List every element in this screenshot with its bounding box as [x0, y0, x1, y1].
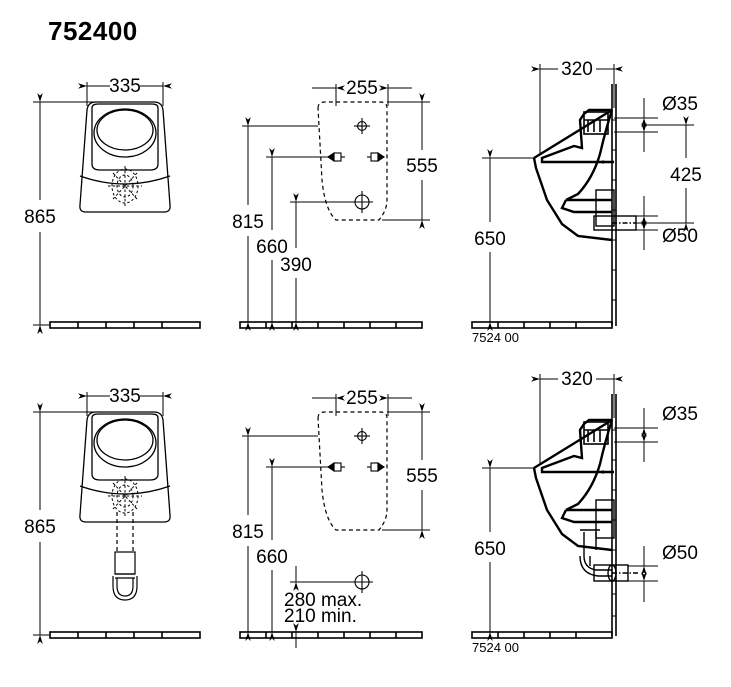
- floor-symbol: [49, 321, 201, 329]
- view-mount-bottom: 255 555 815 660: [232, 370, 482, 670]
- dim-label-555: 555: [406, 156, 438, 177]
- dimension-height-660: 660: [256, 458, 328, 641]
- dim-label-dia35: Ø35: [662, 94, 698, 115]
- part-number-label: 7524 00: [472, 640, 519, 655]
- dim-label-650: 650: [474, 229, 506, 250]
- dimension-height-650: 650: [474, 459, 534, 641]
- part-number-label: 7524 00: [472, 330, 519, 345]
- dim-label-660: 660: [256, 237, 288, 258]
- urinal-outline-dashed: [317, 411, 388, 531]
- dimension-inlet-dia35: Ø35: [614, 404, 698, 462]
- floor-symbol: [471, 631, 613, 639]
- dim-label-210min: 210 min.: [284, 606, 357, 627]
- page-title: 752400: [48, 16, 138, 46]
- urinal-body-side: [532, 108, 614, 242]
- drain-detail: [108, 166, 142, 206]
- dimension-height-555: 555: [382, 93, 438, 229]
- floor-symbol: [239, 321, 423, 329]
- wall-symbol: [611, 394, 617, 636]
- dim-label-dia50: Ø50: [662, 226, 698, 247]
- inlet-crosshair-icon: [354, 428, 370, 444]
- dimension-outlet-dia50: Ø50: [636, 196, 698, 250]
- drain-detail: [108, 476, 142, 516]
- detail-dot: [601, 470, 605, 474]
- dimension-height-425: 425: [636, 116, 702, 232]
- wall-symbol: [611, 84, 617, 326]
- view-front-top: 335 865: [0, 60, 250, 360]
- inlet-fitting: [583, 111, 609, 135]
- dim-label-425: 425: [670, 165, 702, 186]
- urinal-body-side: [532, 418, 614, 552]
- dim-label-335: 335: [109, 76, 141, 97]
- dimension-height-815: 815: [232, 427, 318, 641]
- dimension-outlet-range: 280 max. 210 min.: [284, 566, 362, 648]
- dimension-depth-320: 320: [531, 59, 623, 154]
- dim-label-335: 335: [109, 386, 141, 407]
- fixing-bolt-left-icon: [327, 461, 345, 473]
- dimension-height-650: 650: [474, 149, 534, 331]
- view-mount-top: 255 555 815 660: [232, 60, 482, 360]
- dim-label-865: 865: [24, 517, 56, 538]
- inlet-fitting: [583, 421, 609, 445]
- dim-label-dia50: Ø50: [662, 543, 698, 564]
- dim-label-320: 320: [561, 59, 593, 80]
- floor-symbol: [49, 631, 201, 639]
- dim-label-320: 320: [561, 369, 593, 390]
- dim-label-255: 255: [346, 388, 378, 409]
- dimension-width-255: 255: [312, 78, 412, 106]
- dimension-depth-320: 320: [531, 369, 623, 464]
- view-front-bottom: 335 865: [0, 370, 250, 670]
- dimension-width-335: 335: [78, 386, 172, 416]
- fixing-bolt-right-icon: [367, 151, 385, 163]
- urinal-body-front: [79, 411, 171, 523]
- dim-label-650: 650: [474, 539, 506, 560]
- urinal-outline-dashed: [317, 101, 388, 221]
- dim-label-255: 255: [346, 78, 378, 99]
- fixing-bolt-right-icon: [367, 461, 385, 473]
- dimension-height-865: 865: [24, 403, 96, 644]
- dim-label-865: 865: [24, 207, 56, 228]
- floor-symbol: [239, 631, 423, 639]
- dimension-height-390: 390: [280, 193, 355, 331]
- dim-label-390: 390: [280, 255, 312, 276]
- dimension-height-555: 555: [382, 403, 438, 539]
- dimension-height-660: 660: [256, 148, 328, 331]
- drain-pipe-trap: [112, 512, 138, 601]
- detail-dot: [601, 160, 605, 164]
- dim-label-815: 815: [232, 522, 264, 543]
- inlet-crosshair-icon: [354, 118, 370, 134]
- dimension-width-255: 255: [312, 388, 412, 416]
- dim-label-dia35: Ø35: [662, 404, 698, 425]
- dim-label-660: 660: [256, 547, 288, 568]
- dimension-height-815: 815: [232, 117, 318, 331]
- floor-symbol: [471, 321, 613, 329]
- dimension-height-865: 865: [24, 93, 96, 334]
- dim-label-815: 815: [232, 212, 264, 233]
- siphon-trap: [579, 499, 638, 582]
- dim-label-555: 555: [406, 466, 438, 487]
- dimension-inlet-dia35: Ø35: [614, 94, 698, 152]
- dimension-outlet-dia50: Ø50: [628, 543, 698, 602]
- view-side-top: 320 Ø35 425: [462, 50, 731, 370]
- view-side-bottom: 320 Ø35 Ø50: [462, 360, 731, 680]
- fixing-bolt-left-icon: [327, 151, 345, 163]
- urinal-body-front: [79, 101, 171, 213]
- dim-label-280max: 280 max.: [284, 590, 362, 611]
